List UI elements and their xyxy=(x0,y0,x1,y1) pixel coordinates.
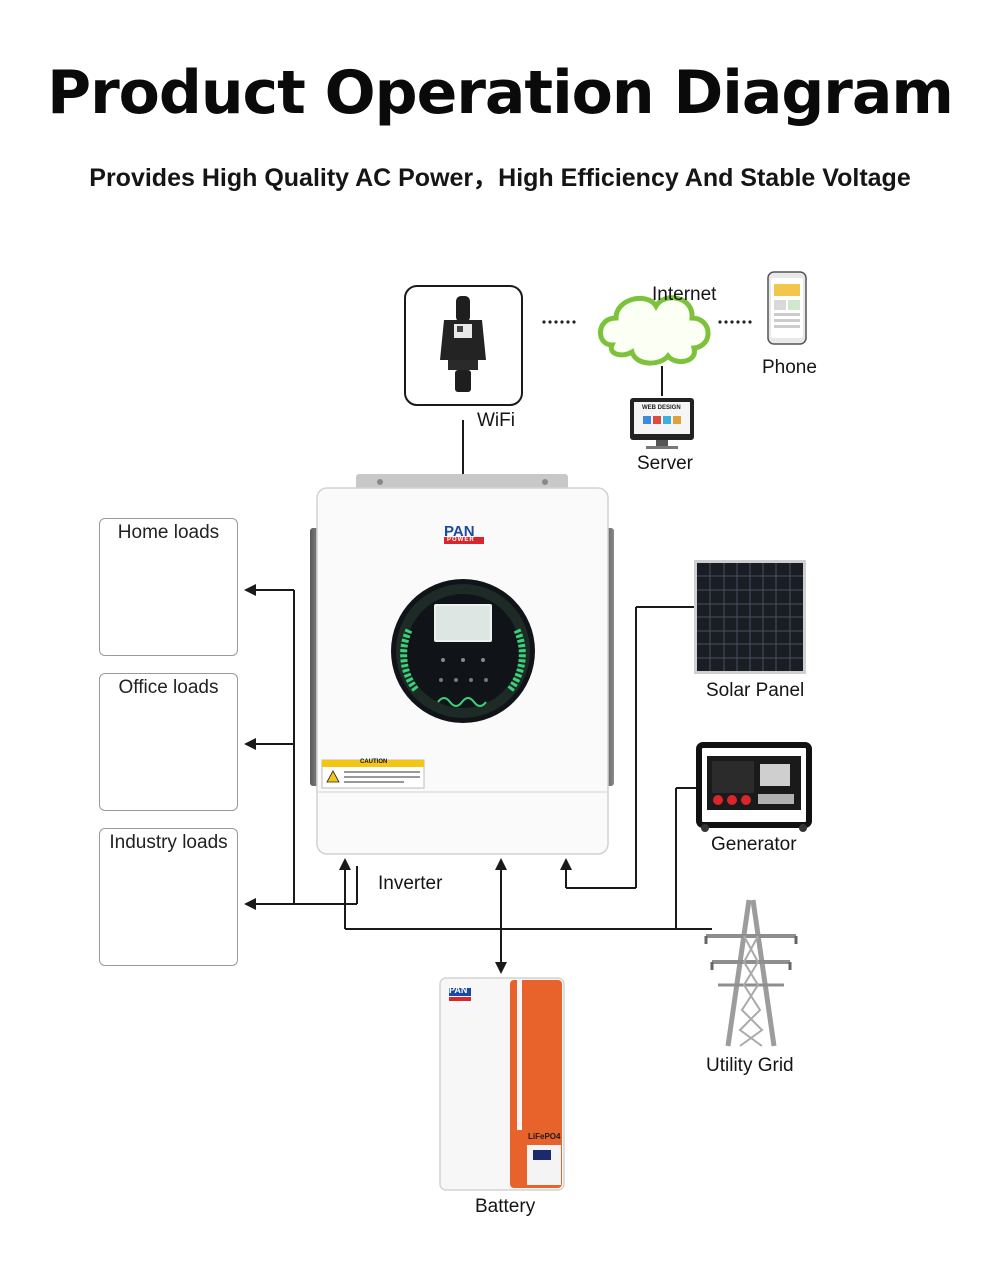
wifi-module xyxy=(404,285,523,406)
inverter-device xyxy=(310,474,614,855)
industry-loads-card: Industry loads xyxy=(99,828,238,966)
battery-type-label: LiFePO4 xyxy=(528,1132,561,1141)
server-icon xyxy=(630,398,694,449)
phone-icon xyxy=(767,271,807,345)
utility-grid-label: Utility Grid xyxy=(706,1055,794,1076)
battery-label: Battery xyxy=(475,1196,536,1217)
inverter-brand-sub: POWER xyxy=(447,537,475,543)
home-loads-title: Home loads xyxy=(117,522,220,543)
server-label: Server xyxy=(637,453,693,474)
wifi-label: WiFi xyxy=(477,410,515,431)
server-screen-text: WEB DESIGN xyxy=(642,405,681,411)
battery-brand-name: PAN xyxy=(449,985,468,995)
solar-panel-icon xyxy=(694,560,806,674)
inverter-label: Inverter xyxy=(378,873,443,894)
inverter-brand-logo xyxy=(444,537,484,544)
solar-panel-label: Solar Panel xyxy=(706,680,805,701)
industry-loads-title: Industry loads xyxy=(109,832,228,853)
inverter-caution-label: CAUTION xyxy=(360,759,388,765)
utility-grid-tower-icon xyxy=(704,899,798,1047)
page-title: Product Operation Diagram xyxy=(47,58,954,128)
office-loads-title: Office loads xyxy=(118,677,219,698)
home-loads-card: Home loads xyxy=(99,518,238,656)
page-subtitle: Provides High Quality AC Power，High Effi… xyxy=(89,164,911,192)
office-loads-card: Office loads xyxy=(99,673,238,811)
internet-label: Internet xyxy=(652,284,717,305)
generator-icon xyxy=(696,742,812,832)
phone-label: Phone xyxy=(762,357,817,378)
generator-label: Generator xyxy=(711,834,797,855)
connection-lines xyxy=(244,366,712,974)
battery-device xyxy=(439,977,565,1191)
cloud-icon xyxy=(598,295,711,366)
inverter-brand-name: PAN xyxy=(444,523,475,540)
connection-dots xyxy=(542,320,752,324)
